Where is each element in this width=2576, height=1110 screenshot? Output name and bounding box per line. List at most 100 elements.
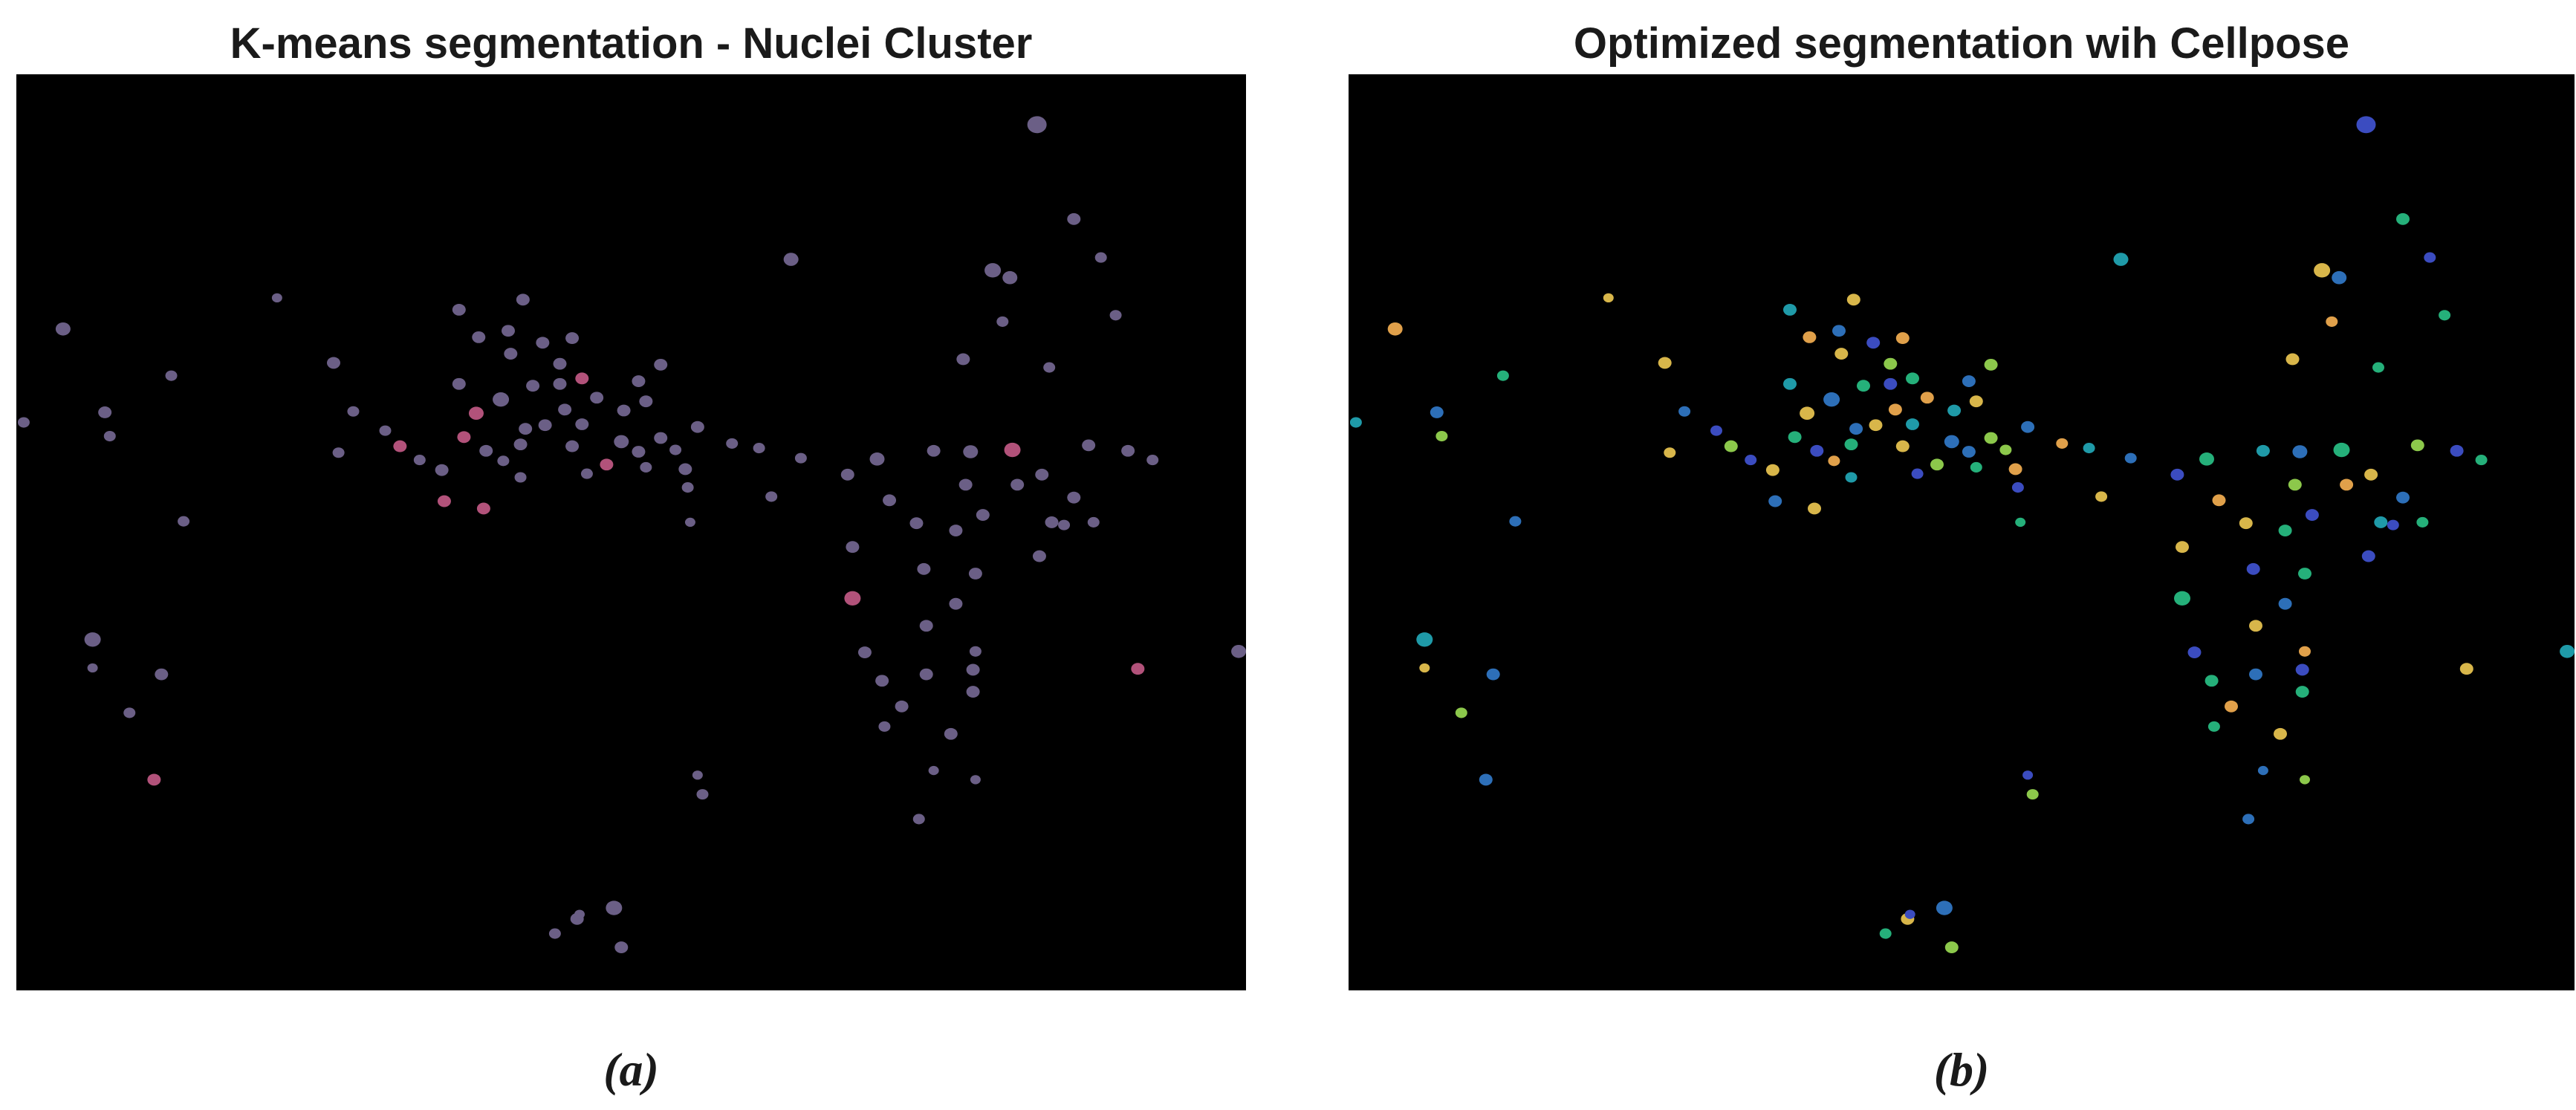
nucleus-blob: [1658, 357, 1672, 369]
nucleus-blob: [956, 353, 970, 366]
nucleus-blob: [2300, 775, 2310, 785]
nucleus-blob: [883, 494, 897, 507]
nucleus-blob: [2278, 525, 2292, 536]
nucleus-blob: [1930, 458, 1944, 471]
nucleus-blob: [2424, 252, 2436, 263]
nucleus-blob: [753, 443, 765, 454]
nucleus-blob: [617, 404, 631, 417]
nucleus-blob: [944, 727, 958, 740]
nucleus-blob: [1869, 419, 1883, 432]
nucleus-blob: [536, 337, 550, 349]
nucleus-blob: [2083, 443, 2095, 454]
nucleus-blob: [538, 419, 552, 432]
nucleus-blob: [2459, 663, 2473, 675]
panel-a-segmentation-image: [16, 74, 1246, 990]
nucleus-blob: [2560, 644, 2575, 658]
nucleus-blob: [2199, 452, 2214, 466]
panel-b-title: Optimized segmentation wih Cellpose: [1573, 19, 2350, 68]
nucleus-blob: [575, 418, 589, 430]
nucleus-blob: [1969, 395, 1983, 408]
nucleus-blob: [1509, 516, 1522, 527]
nucleus-blob: [1603, 293, 1614, 303]
nucleus-blob: [949, 597, 963, 610]
nucleus-blob: [574, 909, 585, 919]
panel-b-caption: (b): [1933, 1043, 1990, 1096]
nucleus-blob: [1947, 404, 1962, 417]
nucleus-blob: [2292, 445, 2308, 458]
nucleus-blob: [639, 395, 653, 408]
nucleus-blob: [976, 509, 990, 521]
nucleus-blob: [452, 377, 466, 390]
nucleus-blob: [1087, 516, 1100, 528]
nucleus-blob: [2278, 597, 2292, 610]
nucleus-blob: [502, 325, 515, 337]
nucleus-blob: [2021, 421, 2035, 433]
nucleus-blob: [1906, 418, 1919, 430]
nucleus-blob: [1936, 900, 1953, 915]
nucleus-blob: [1455, 707, 1467, 718]
nucleus-blob: [968, 568, 982, 580]
nucleus-blob: [468, 406, 484, 421]
nucleus-blob: [878, 721, 891, 732]
nucleus-blob: [519, 423, 533, 435]
nucleus-blob: [1067, 212, 1081, 225]
nucleus-blob: [684, 517, 695, 528]
nucleus-blob: [1999, 444, 2012, 455]
nucleus-blob: [1486, 668, 1500, 681]
nucleus-blob: [1984, 358, 1998, 371]
nucleus-blob: [840, 468, 854, 481]
nucleus-blob: [1844, 438, 1858, 451]
nucleus-blob: [1800, 406, 1815, 421]
nucleus-blob: [1888, 403, 1902, 416]
nucleus-blob: [1094, 252, 1107, 263]
nucleus-blob: [919, 620, 933, 632]
nucleus-blob: [2022, 770, 2034, 780]
nucleus-blob: [1745, 455, 1757, 466]
nucleus-blob: [2056, 438, 2069, 449]
nucleus-blob: [970, 775, 981, 785]
nucleus-blob: [1664, 447, 1676, 458]
nucleus-blob: [1045, 516, 1059, 528]
nucleus-blob: [1121, 444, 1135, 457]
nucleus-blob: [1231, 644, 1246, 658]
nucleus-blob: [678, 463, 692, 476]
nucleus-blob: [765, 491, 778, 502]
nucleus-blob: [1911, 468, 1924, 479]
nucleus-blob: [2204, 675, 2219, 687]
nucleus-blob: [984, 263, 1002, 278]
nucleus-blob: [2332, 270, 2347, 285]
nucleus-blob: [2416, 516, 2429, 528]
nucleus-blob: [2298, 568, 2311, 580]
nucleus-blob: [614, 941, 629, 953]
nucleus-blob: [1970, 461, 1982, 473]
nucleus-blob: [783, 253, 799, 266]
nucleus-blob: [1479, 773, 1493, 786]
nucleus-blob: [1387, 322, 1403, 336]
nucleus-blob: [1430, 406, 1444, 418]
nucleus-blob: [2439, 310, 2451, 321]
nucleus-blob: [1962, 446, 1976, 458]
nucleus-blob: [2011, 482, 2024, 493]
nucleus-blob: [565, 440, 580, 452]
nucleus-blob: [909, 517, 924, 530]
nucleus-blob: [681, 482, 694, 493]
nucleus-blob: [726, 438, 739, 449]
nucleus-blob: [632, 446, 646, 458]
nucleus-blob: [690, 421, 704, 433]
nucleus-blob: [452, 303, 466, 316]
nucleus-blob: [1857, 380, 1870, 392]
nucleus-blob: [614, 435, 629, 449]
nucleus-blob: [2295, 686, 2309, 698]
nucleus-blob: [2285, 353, 2300, 366]
nucleus-blob: [1146, 455, 1159, 466]
nucleus-blob: [966, 686, 980, 698]
nucleus-blob: [1783, 377, 1797, 390]
nucleus-blob: [553, 377, 567, 390]
nucleus-blob: [1419, 663, 1430, 673]
nucleus-blob: [1004, 442, 1021, 458]
nucleus-blob: [2475, 455, 2488, 466]
nucleus-blob: [2450, 444, 2464, 457]
nucleus-blob: [526, 380, 540, 392]
nucleus-blob: [2396, 212, 2410, 225]
nucleus-blob: [1109, 310, 1122, 321]
